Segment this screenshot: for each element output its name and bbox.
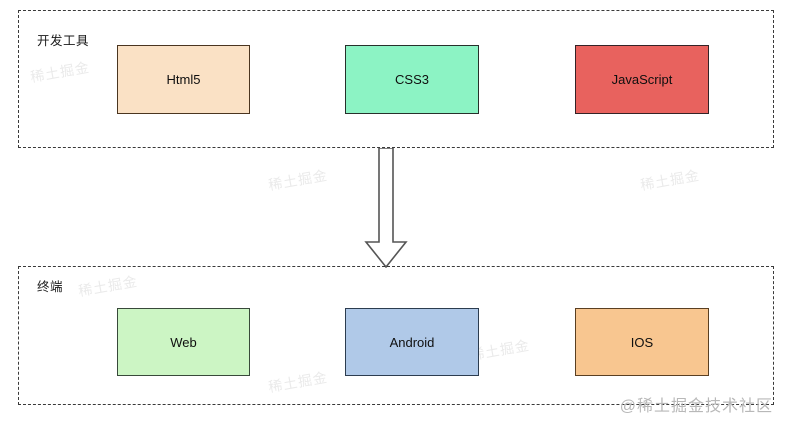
node-javascript-label: JavaScript (611, 72, 673, 87)
node-html5-label: Html5 (166, 72, 201, 87)
node-javascript[interactable]: JavaScript (575, 45, 709, 114)
node-ios[interactable]: IOS (575, 308, 709, 376)
group-dev-tools-label: 开发工具 (37, 34, 90, 48)
node-web[interactable]: Web (117, 308, 250, 376)
node-ios-label: IOS (630, 334, 654, 350)
group-dev-tools: 开发工具 (18, 10, 774, 148)
node-css3[interactable]: CSS3 (345, 45, 479, 114)
group-terminal: 终端 (18, 266, 774, 405)
node-css3-label: CSS3 (395, 72, 429, 87)
node-html5[interactable]: Html5 (117, 45, 250, 114)
node-android-label: Android (389, 334, 435, 350)
background-watermark: 稀土掘金 (267, 166, 329, 194)
node-android[interactable]: Android (345, 308, 479, 376)
group-terminal-label: 终端 (37, 280, 64, 294)
node-web-label: Web (170, 334, 197, 350)
down-arrow-icon (364, 148, 408, 268)
background-watermark: 稀土掘金 (639, 166, 701, 194)
